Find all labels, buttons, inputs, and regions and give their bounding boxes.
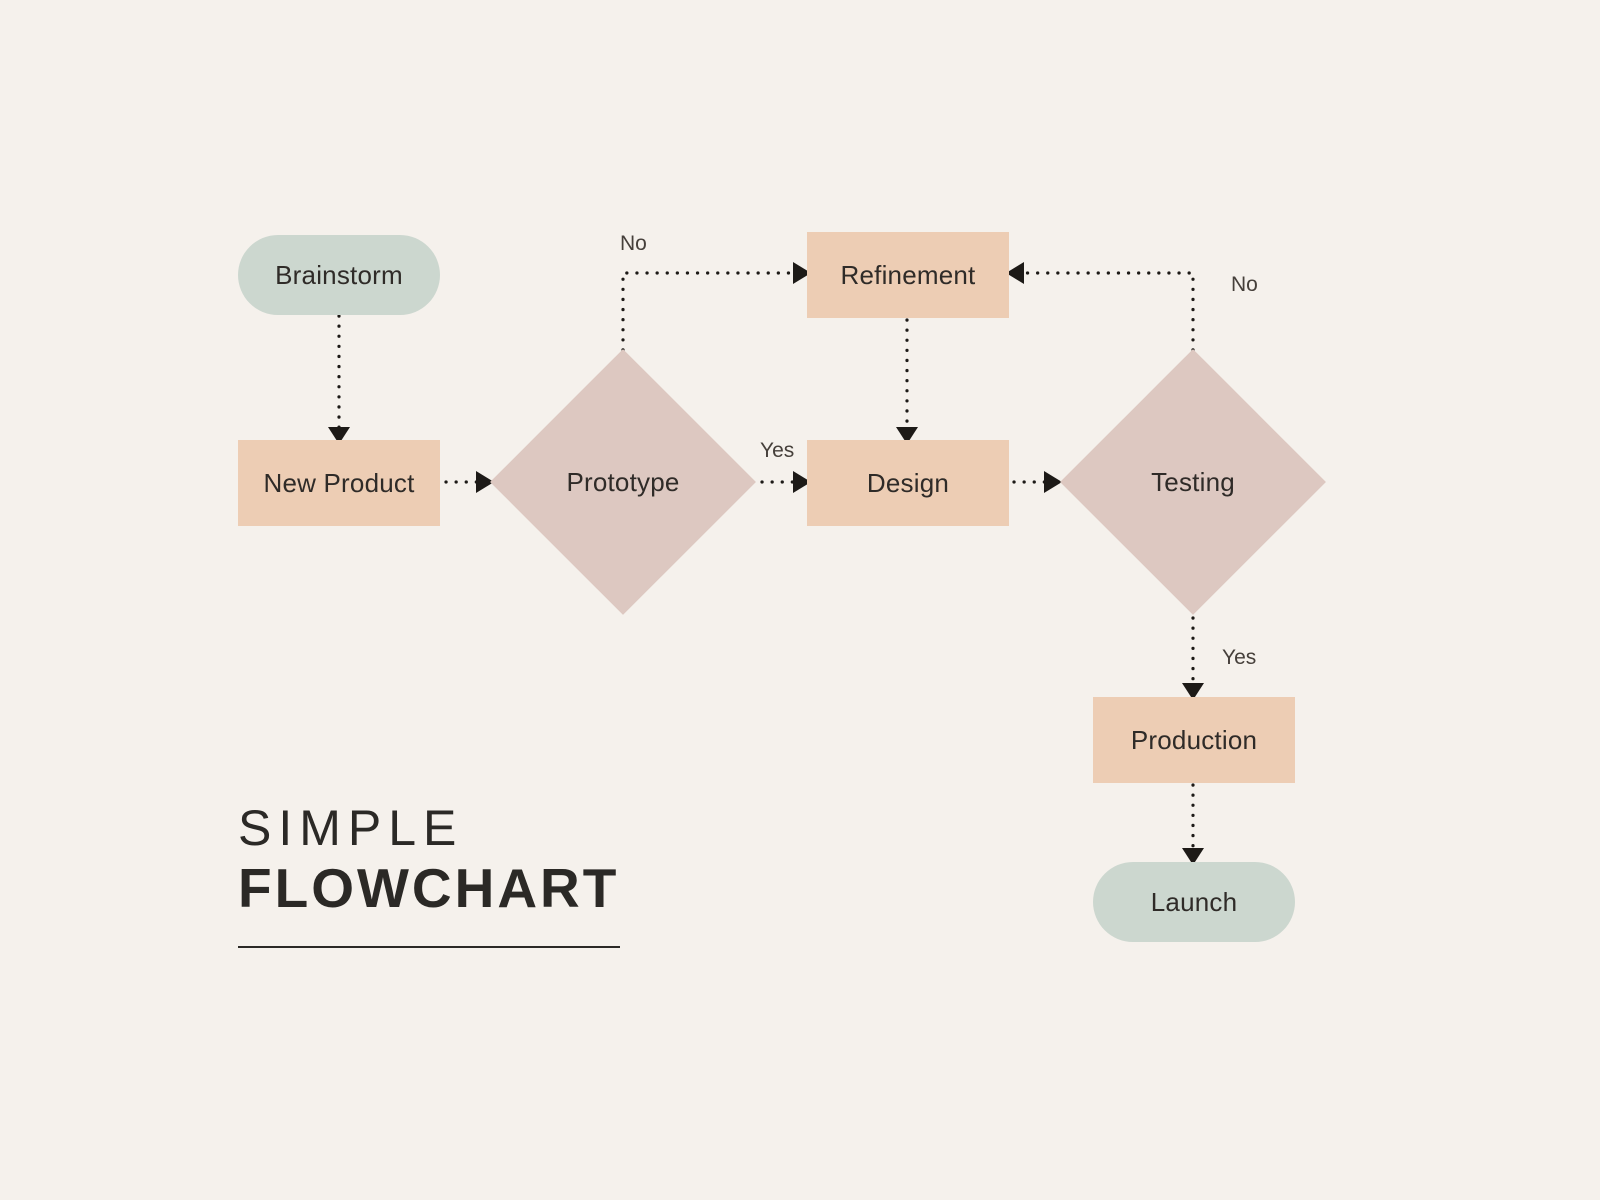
- edge-label-yes-design: Yes: [760, 439, 795, 462]
- node-launch[interactable]: Launch: [1093, 862, 1295, 942]
- node-label-design: Design: [866, 467, 950, 498]
- edge-testing-no-to-refinement: [1006, 262, 1195, 352]
- node-design[interactable]: Design: [807, 440, 1009, 526]
- title-underline: [238, 945, 620, 948]
- node-label-refinement: Refinement: [840, 259, 976, 290]
- edge-design-to-testing: [1012, 471, 1062, 493]
- edge-label-no-testing: No: [1231, 273, 1258, 296]
- node-label-production: Production: [1130, 724, 1258, 755]
- edge-label-no-prototype: No: [620, 232, 647, 255]
- node-label-launch: Launch: [1150, 886, 1238, 917]
- node-prototype[interactable]: Prototype: [490, 349, 756, 615]
- edge-prototype-yes-to-design: [760, 471, 811, 493]
- node-brainstorm[interactable]: Brainstorm: [238, 235, 440, 315]
- diamond-shape: [490, 349, 756, 615]
- edge-testing-yes-to-production: [1182, 616, 1204, 700]
- node-production[interactable]: Production: [1093, 697, 1295, 783]
- edge-production-to-launch: [1182, 783, 1204, 865]
- edge-brainstorm-to-new-product: [328, 314, 350, 444]
- node-testing[interactable]: Testing: [1060, 349, 1326, 615]
- edge-label-yes-production: Yes: [1222, 646, 1257, 669]
- node-label-brainstorm: Brainstorm: [275, 259, 403, 290]
- edge-prototype-no-to-refinement: [621, 262, 811, 352]
- edge-new-product-to-prototype: [444, 471, 494, 493]
- title-block: SIMPLE FLOWCHART: [238, 800, 798, 948]
- node-new-product[interactable]: New Product: [238, 440, 440, 526]
- title-line-flowchart: FLOWCHART: [238, 857, 620, 919]
- node-label-new-product: New Product: [263, 467, 415, 498]
- title-line-simple: SIMPLE: [238, 800, 464, 856]
- diamond-shape: [1060, 349, 1326, 615]
- edge-refinement-to-design: [896, 318, 918, 444]
- node-refinement[interactable]: Refinement: [807, 232, 1009, 318]
